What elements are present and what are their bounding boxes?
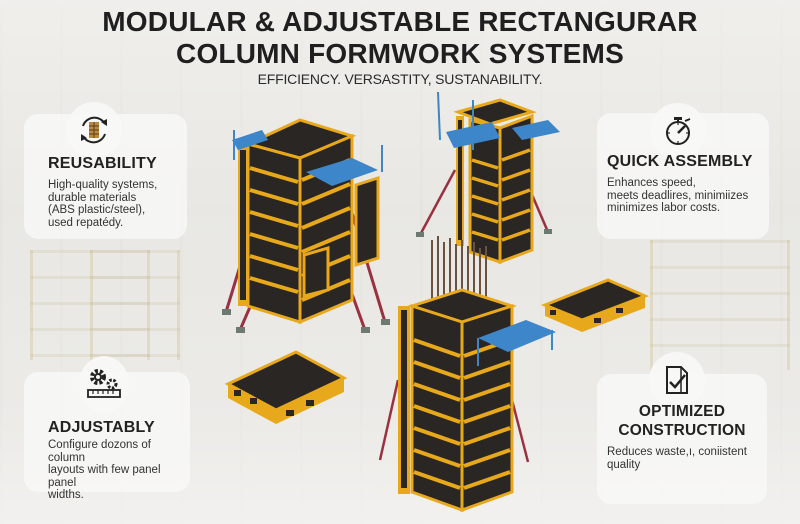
feature-title: REUSABILITY xyxy=(48,155,157,172)
background-formwork-rack xyxy=(90,250,150,360)
feature-description: Configure dozons of column layouts with … xyxy=(48,439,161,501)
column-formwork-center xyxy=(378,236,556,513)
feature-title: OPTIMIZED CONSTRUCTION xyxy=(618,403,746,439)
column-formwork-left xyxy=(222,118,390,333)
page-subtitle: EFFICIENCY. VERSASTITY, SUSTANABILITY. xyxy=(257,71,543,87)
checklist-icon xyxy=(648,352,705,408)
feature-card-quick-assembly: QUICK ASSEMBLY Enhances speed, meets dea… xyxy=(597,103,769,239)
feature-description: Enhances speed, meets deadlires, minimii… xyxy=(607,177,749,214)
title-line-2: COLUMN FORMWORK SYSTEMS xyxy=(176,38,624,69)
feature-description: Reduces waste,ı, coniistent quality xyxy=(607,446,747,471)
feature-card-optimized-construction: OPTIMIZED CONSTRUCTION Reduces waste,ı, … xyxy=(597,352,767,504)
formwork-panel-loose-right xyxy=(540,278,649,332)
recycle-panel-icon xyxy=(66,102,123,158)
title-line-1: MODULAR & ADJUSTABLE RECTANGURAR xyxy=(102,6,698,37)
feature-card-reusability: REUSABILITY High-quality systems, durabl… xyxy=(24,102,187,239)
stopwatch-icon xyxy=(649,103,706,159)
feature-title: ADJUSTABLY xyxy=(48,419,155,436)
column-formwork-right xyxy=(416,91,560,265)
feature-description: High-quality systems, durable materials … xyxy=(48,179,158,229)
formwork-panel-loose-left xyxy=(224,350,348,424)
feature-title: QUICK ASSEMBLY xyxy=(607,153,753,170)
feature-card-adjustably: ADJUSTABLY Configure dozons of column la… xyxy=(24,356,190,501)
background-formwork-rack xyxy=(650,240,790,370)
page-title: MODULAR & ADJUSTABLE RECTANGURAR COLUMN … xyxy=(0,6,800,70)
gears-ruler-icon xyxy=(78,356,129,412)
background-formwork-rack xyxy=(30,250,180,360)
